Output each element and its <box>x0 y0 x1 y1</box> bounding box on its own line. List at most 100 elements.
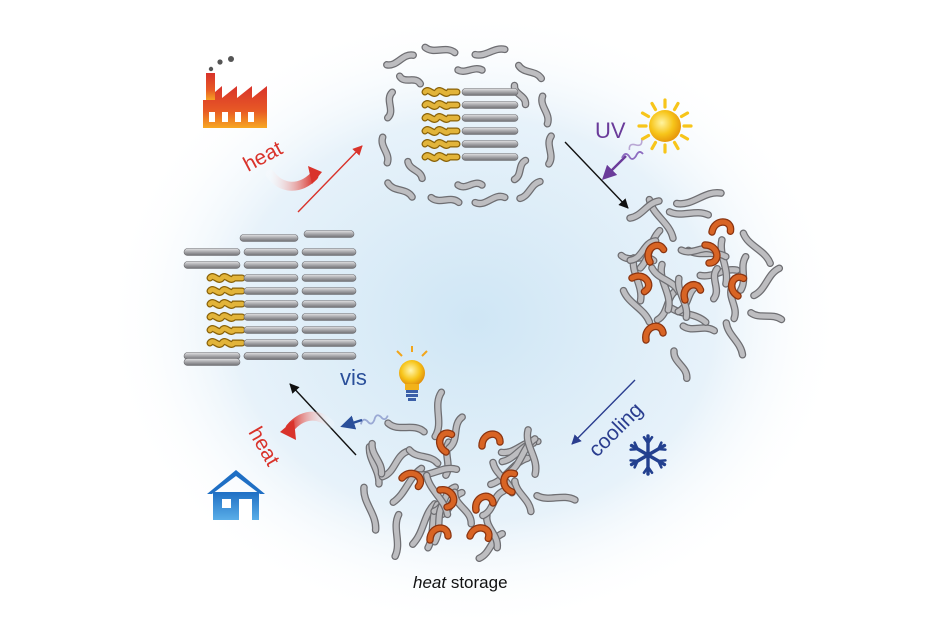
heat-out-arrowhead <box>280 420 296 440</box>
rod-top-3 <box>461 127 519 135</box>
cis-hook <box>466 524 493 543</box>
cis-hook <box>628 272 653 296</box>
wiggle-right-2-highlight <box>621 288 652 325</box>
rod-left-c-2 <box>301 274 357 282</box>
rod-top-5 <box>461 153 519 161</box>
vis-photon-arrow <box>340 415 363 430</box>
wiggle-top-2-highlight <box>472 46 508 58</box>
wiggle-top-14-highlight <box>512 83 528 107</box>
cis-hook <box>708 218 735 236</box>
wiggle-right-15-highlight <box>658 262 672 313</box>
uv-photon-arrow <box>601 155 627 181</box>
cis-hook <box>642 322 667 344</box>
sun-ray <box>640 111 651 119</box>
wiggle-bottom-9-highlight <box>534 493 578 503</box>
arrow-top-to-right <box>564 141 629 209</box>
cis-hook <box>436 486 458 511</box>
wiggle-top-0-highlight <box>384 52 416 68</box>
crystal-cluster-top <box>378 43 555 208</box>
wiggle-top-12-highlight <box>397 73 423 87</box>
cis-hook <box>435 429 456 456</box>
sun-ray <box>640 133 651 141</box>
cis-hook <box>426 524 452 544</box>
rod-left-bottom-a <box>183 358 241 366</box>
rod-left-c-7 <box>301 339 357 347</box>
cis-hook <box>500 469 519 496</box>
heat-storage-rest: storage <box>446 573 507 592</box>
uv-wave <box>621 151 644 160</box>
wiggle-top-16-highlight <box>455 180 485 190</box>
rod-left-top-b <box>303 230 355 238</box>
wiggle-top-4-highlight <box>539 93 551 127</box>
wiggle-bottom-3-highlight <box>432 389 444 439</box>
cis-hook <box>644 241 668 266</box>
cis-hook <box>472 492 497 514</box>
heat-in-arrow <box>265 169 319 191</box>
factory-icon <box>203 56 267 128</box>
wiggle-top-8-highlight <box>428 195 462 205</box>
rod-top-2 <box>461 114 519 122</box>
cis-hook <box>478 430 504 450</box>
wiggle-right-3-highlight <box>738 254 749 293</box>
wiggle-top-9-highlight <box>385 180 415 200</box>
wiggle-top-6-highlight <box>517 179 543 201</box>
heat-in-arrowhead <box>308 166 322 184</box>
wiggle-top-11-highlight <box>385 89 395 121</box>
wiggle-bottom-15-highlight <box>369 441 385 477</box>
sun-ray <box>672 101 680 112</box>
rod-left-b-4 <box>243 300 299 308</box>
wiggle-bottom-18-highlight <box>446 414 465 451</box>
rod-left-top-a <box>239 234 299 242</box>
rod-left-a-1 <box>183 261 241 269</box>
sun-ray <box>650 140 658 151</box>
wiggle-bottom-10-highlight <box>476 531 505 561</box>
light-bulb-icon <box>396 346 428 401</box>
wiggle-right-16-highlight <box>627 238 659 263</box>
rod-top-1 <box>461 101 519 109</box>
vis-wave <box>360 414 389 425</box>
snowflake-icon <box>629 434 667 476</box>
cis-hook <box>398 469 425 491</box>
wiggle-right-24-highlight <box>751 265 782 298</box>
rod-left-b-6 <box>243 326 299 334</box>
wiggle-top-13-highlight <box>455 66 485 74</box>
wiggle-bottom-6-highlight <box>390 465 424 505</box>
rod-left-b-3 <box>243 287 299 295</box>
wiggle-top-7-highlight <box>472 193 508 207</box>
rod-left-b-7 <box>243 339 299 347</box>
wiggle-top-1-highlight <box>422 44 458 56</box>
sun-ray <box>672 140 680 151</box>
rod-left-c-1 <box>301 261 357 269</box>
cis-hook <box>701 241 721 267</box>
rod-top-0 <box>461 88 519 96</box>
rod-left-c-6 <box>301 326 357 334</box>
wiggle-right-7-highlight <box>680 323 717 334</box>
arrow-left-to-top <box>297 145 363 213</box>
wiggle-right-25-highlight <box>740 230 773 266</box>
arrow-right-to-bottom <box>571 379 636 445</box>
rod-left-b-5 <box>243 313 299 321</box>
sun-icon <box>637 98 693 154</box>
wiggle-top-10-highlight <box>379 134 391 166</box>
rod-left-b-0 <box>243 248 299 256</box>
wiggle-top-3-highlight <box>516 63 544 81</box>
wiggle-bottom-5-highlight <box>380 448 411 480</box>
wiggle-right-12-highlight <box>667 209 711 218</box>
wiggle-bottom-25-highlight <box>392 512 402 559</box>
uv-wave-start <box>628 139 643 151</box>
house-icon <box>207 470 265 520</box>
heat-storage-cluster-bottom <box>360 388 579 563</box>
sun-ray <box>650 101 658 112</box>
wiggle-bottom-26-highlight <box>406 447 441 466</box>
uv-label: UV <box>595 118 626 143</box>
rod-left-bottom-b <box>243 352 299 360</box>
rod-left-c-8 <box>301 352 357 360</box>
cis-hook <box>727 273 748 300</box>
wiggle-right-26-highlight <box>748 310 784 322</box>
wiggle-bottom-4-highlight <box>385 420 427 435</box>
wiggle-bottom-27-highlight <box>524 427 539 477</box>
wiggle-top-5-highlight <box>546 133 554 167</box>
vis-label: vis <box>340 365 367 390</box>
wiggle-bottom-7-highlight <box>410 501 438 547</box>
